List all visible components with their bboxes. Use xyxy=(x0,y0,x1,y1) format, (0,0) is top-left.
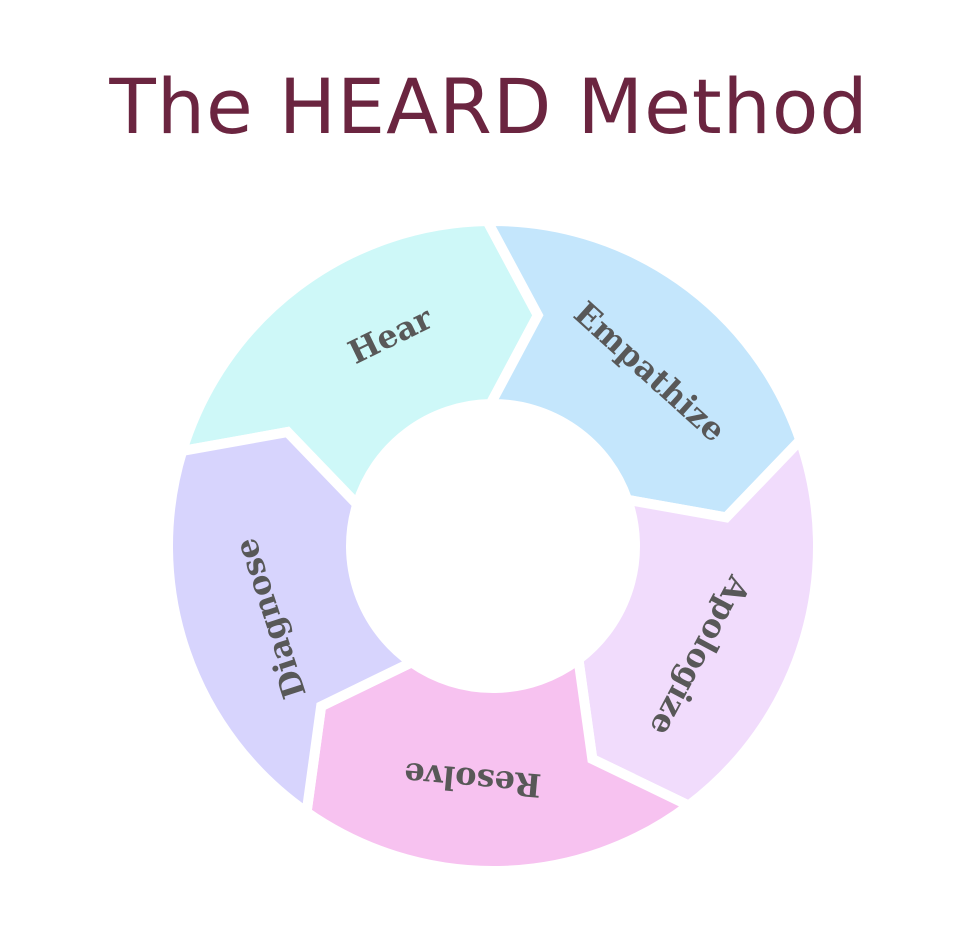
segment-diagnose xyxy=(163,426,422,822)
segment-empathize xyxy=(479,216,807,523)
segment-resolve xyxy=(301,650,699,876)
segment-apologize xyxy=(573,430,823,812)
diagram-title: The HEARD Method xyxy=(109,62,869,151)
